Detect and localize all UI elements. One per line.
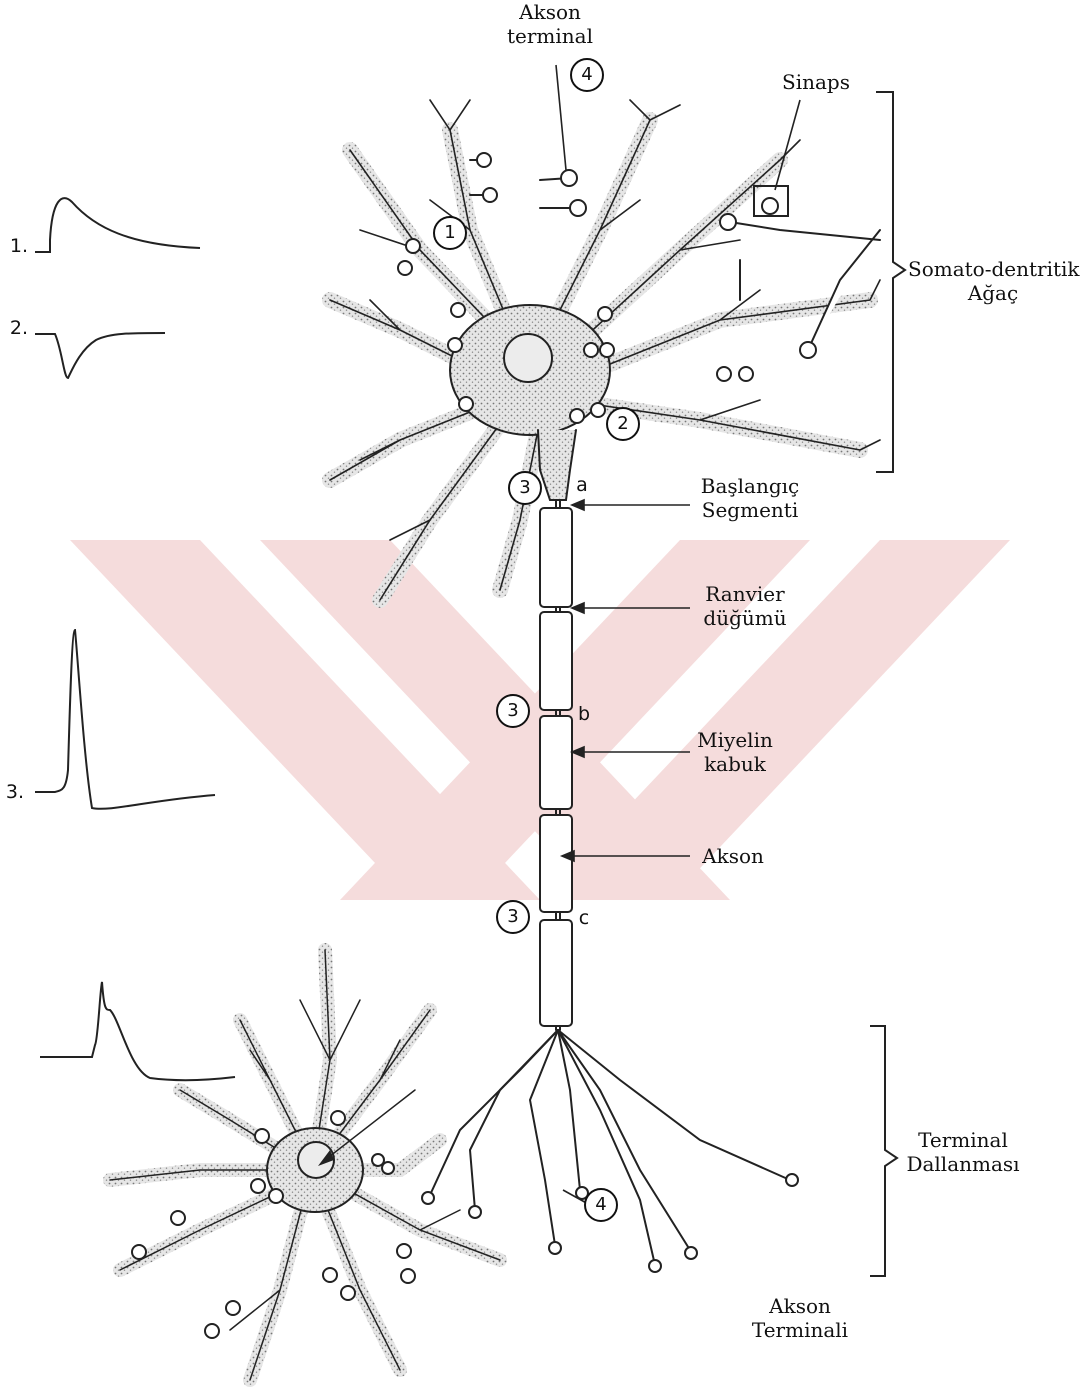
lower-neuron (110, 950, 500, 1380)
trace-label-1: 1. (4, 234, 34, 258)
label-akson-terminali-line1: Akson (750, 1294, 850, 1318)
trace-label-3: 3. (0, 780, 30, 804)
label-baslangic-line1: Başlangıç (690, 474, 810, 498)
upper-nucleus (504, 334, 552, 382)
label-baslangic-line2: Segmenti (690, 498, 810, 522)
label-baslangic-segmenti: Başlangıç Segmenti (690, 474, 810, 522)
label-akson-terminal-top: Akson terminal (500, 0, 600, 48)
marker-2: 2 (606, 407, 640, 441)
trace-label-2: 2. (4, 316, 34, 340)
trace-4 (40, 982, 235, 1080)
marker-4-bottom: 4 (584, 1188, 618, 1222)
label-miyelin-line2: kabuk (690, 752, 780, 776)
label-ranvier-line2: düğümü (690, 606, 800, 630)
label-sinaps: Sinaps (776, 70, 856, 94)
label-somato-line2: Ağaç (908, 281, 1078, 305)
marker-4-top: 4 (570, 58, 604, 92)
marker-3-c: 3 (496, 900, 530, 934)
point-c: c (574, 906, 594, 930)
label-terminal-dallanmasi: Terminal Dallanması (898, 1128, 1028, 1176)
trace-2 (35, 333, 165, 378)
label-akson-terminal-top-line2: terminal (500, 24, 600, 48)
axon-hillock (538, 430, 576, 500)
marker-3-a: 3 (508, 471, 542, 505)
point-a: a (572, 473, 592, 497)
label-miyelin-line1: Miyelin (690, 728, 780, 752)
terminal-branches (422, 1030, 798, 1272)
label-somato-line1: Somato-dentritik (908, 257, 1078, 281)
label-akson: Akson (693, 844, 773, 868)
label-terminal-line2: Dallanması (898, 1152, 1028, 1176)
myelin-sheaths (540, 508, 572, 1026)
label-akson-terminali: Akson Terminali (750, 1294, 850, 1342)
label-miyelin: Miyelin kabuk (690, 728, 780, 776)
label-ranvier: Ranvier düğümü (690, 582, 800, 630)
trace-1 (35, 198, 200, 252)
label-akson-terminali-line2: Terminali (750, 1318, 850, 1342)
label-akson-terminal-top-line1: Akson (500, 0, 600, 24)
label-terminal-line1: Terminal (898, 1128, 1028, 1152)
marker-1: 1 (433, 216, 467, 250)
point-b: b (574, 702, 594, 726)
label-somato-dentritik: Somato-dentritik Ağaç (908, 257, 1078, 305)
label-ranvier-line1: Ranvier (690, 582, 800, 606)
marker-3-b: 3 (496, 694, 530, 728)
